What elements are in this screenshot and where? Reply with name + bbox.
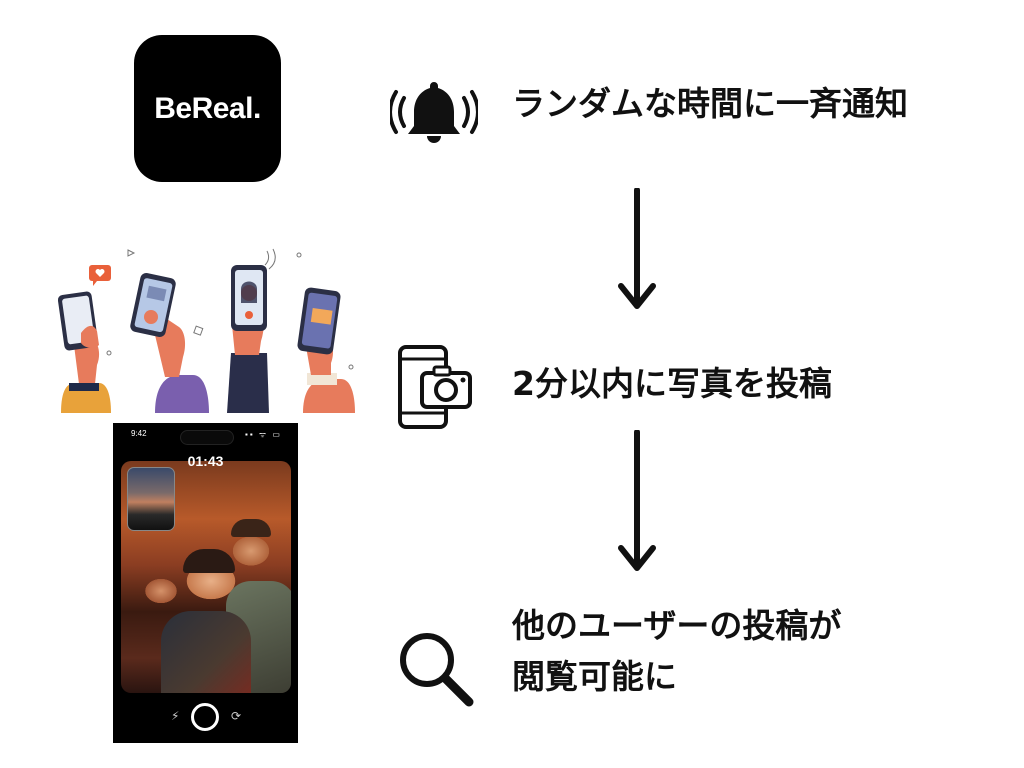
countdown-timer: 01:43 <box>187 453 224 469</box>
hand-phone-4 <box>297 287 355 413</box>
step-2-text: 2分以内に写真を投稿 <box>512 358 832 409</box>
hand-phone-3 <box>227 248 276 413</box>
status-indicators: ▪▪ ᯤ ▭ <box>245 430 282 439</box>
magnifier-icon <box>400 633 474 707</box>
decor-dot <box>348 364 354 370</box>
decor-square <box>193 325 204 336</box>
flip-camera-icon[interactable]: ⟳ <box>231 709 242 723</box>
down-arrow-icon <box>618 430 656 571</box>
step-3-text: 他のユーザーの投稿が 閲覧可能に <box>512 600 841 702</box>
hand-phone-2 <box>130 273 209 413</box>
decor-dot <box>106 350 112 356</box>
bereal-logo: BeReal. <box>134 35 281 182</box>
status-time: 9:42 <box>131 429 147 438</box>
hand-phone-1 <box>57 291 111 413</box>
heart-bubble-icon <box>89 265 111 286</box>
step-1-line-1: ランダムな時間に一斉通知 <box>512 84 908 123</box>
step-2-line-1: 2分以内に写真を投稿 <box>512 364 832 403</box>
phone-camera-icon <box>398 345 472 429</box>
bereal-phone-screenshot: 9:42 ▪▪ ᯤ ▭ 01:43 ⚡ ⟳ <box>113 423 298 743</box>
status-bar: 9:42 ▪▪ ᯤ ▭ <box>123 429 288 441</box>
dynamic-island <box>180 430 234 445</box>
step-3-line-1: 他のユーザーの投稿が <box>512 606 842 645</box>
decor-dot <box>296 252 302 258</box>
flash-off-icon[interactable]: ⚡ <box>171 709 180 723</box>
back-camera-photo <box>121 461 291 693</box>
photo-cap <box>231 519 271 537</box>
hands-with-phones-illustration <box>57 248 355 413</box>
photo-person <box>161 611 251 693</box>
step-1-text: ランダムな時間に一斉通知 <box>512 78 908 129</box>
logo-text: BeReal. <box>154 91 261 125</box>
photo-cap <box>183 549 235 573</box>
shutter-button-icon[interactable] <box>191 703 219 731</box>
front-camera-inset[interactable] <box>127 467 175 531</box>
down-arrow-icon <box>618 188 656 309</box>
bell-ringing-icon <box>390 82 478 143</box>
step-3-line-2: 閲覧可能に <box>512 657 677 697</box>
decor-triangle <box>127 249 136 257</box>
